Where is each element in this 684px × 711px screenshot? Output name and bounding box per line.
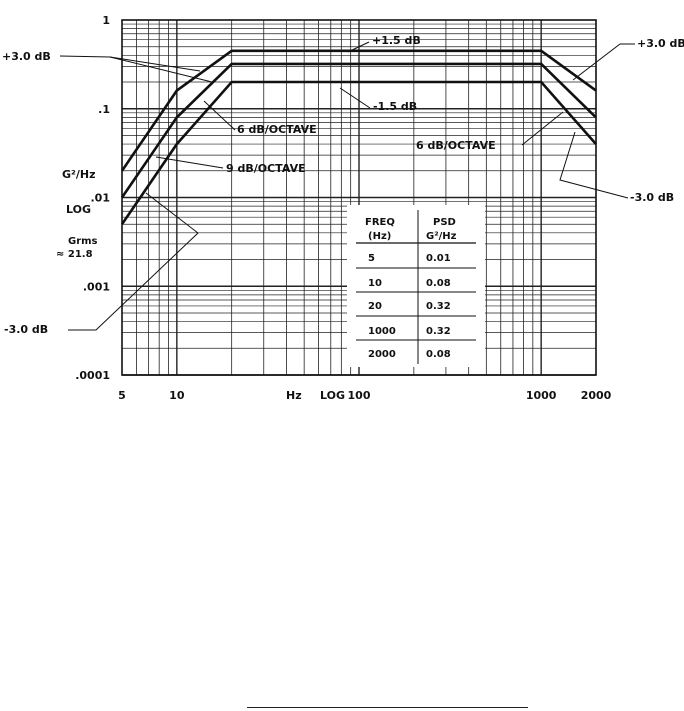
series-group: [120, 49, 597, 225]
x-tick-label: 100: [348, 389, 371, 402]
table-cell: 0.01: [426, 253, 451, 264]
series-line-nominal: [120, 62, 597, 199]
table-header-psd-unit: G²/Hz: [426, 231, 457, 242]
leader-lower-mid: [339, 87, 371, 109]
annotation-upper-right: +3.0 dB: [637, 37, 684, 50]
leader-lines: [59, 41, 635, 331]
table-cell: 0.08: [426, 349, 451, 360]
leader-upper-right: [572, 43, 635, 81]
annotation-lower-left: -3.0 dB: [4, 323, 48, 336]
y-tick-label: 1: [102, 14, 110, 27]
x-axis-label: Hz: [286, 389, 302, 402]
leader-lower-left: [68, 192, 199, 331]
x-tick-label: 10: [169, 389, 185, 402]
annotation-slope-left-2: 9 dB/OCTAVE: [226, 162, 306, 175]
y-axis-label: G²/Hz: [62, 168, 95, 181]
y-axis-scale-note: LOG: [66, 203, 91, 216]
table-cell: 20: [368, 301, 382, 312]
annotation-lower-mid: -1.5 dB: [373, 100, 417, 113]
y-tick-label: .1: [98, 103, 110, 116]
table-cell: 0.32: [426, 326, 451, 337]
y-tick-label: .0001: [75, 369, 110, 382]
x-tick-label: 2000: [581, 389, 612, 402]
grms-label: Grms: [68, 236, 98, 247]
footer-rule: [247, 707, 528, 708]
leader-slope-right: [521, 111, 564, 146]
x-axis-scale-note: LOG: [320, 389, 345, 402]
psd-table: FREQ PSD (Hz) G²/Hz 5 0.01 10 0.08 20 0.…: [347, 205, 485, 367]
grms-value: ≈ 21.8: [56, 249, 93, 260]
annotation-slope-left-1: 6 dB/OCTAVE: [237, 123, 317, 136]
annotation-slope-right: 6 dB/OCTAVE: [416, 139, 496, 152]
annotation-upper-left: +3.0 dB: [2, 50, 51, 63]
x-tick-label: 5: [118, 389, 126, 402]
leader-upper-left-2: [109, 56, 213, 83]
leader-upper-left: [59, 55, 201, 72]
table-cell: 0.08: [426, 278, 451, 289]
leader-slope-left-2: [155, 156, 224, 169]
table-cell: 2000: [368, 349, 396, 360]
x-tick-label: 1000: [526, 389, 557, 402]
leader-slope-left-1: [203, 100, 236, 131]
annotation-lower-right: -3.0 dB: [630, 191, 674, 204]
table-header-freq: FREQ: [365, 217, 395, 228]
table-header-freq-unit: (Hz): [368, 231, 391, 242]
table-cell: 10: [368, 278, 382, 289]
tick-labels: 5 10 100 1000 2000 .0001 .001 .01 .1 1: [75, 14, 611, 402]
y-tick-label: .001: [83, 280, 110, 293]
table-cell: 1000: [368, 326, 396, 337]
y-tick-label: .01: [91, 192, 111, 205]
table-header-psd: PSD: [433, 217, 456, 228]
table-cell: 0.32: [426, 301, 451, 312]
series-line-upper: [120, 49, 597, 172]
leader-lower-right: [559, 131, 629, 199]
annotation-upper-mid: +1.5 dB: [372, 34, 421, 47]
table-cell: 5: [368, 253, 375, 264]
leader-upper-mid: [347, 41, 370, 53]
series-line-lower: [120, 80, 597, 225]
